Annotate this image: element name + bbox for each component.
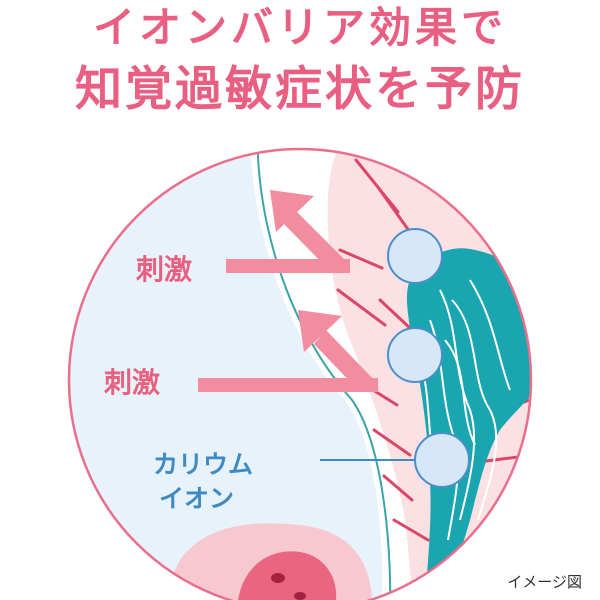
potassium-ion-label-line-2: イオン <box>159 484 235 513</box>
potassium-ions <box>387 228 470 488</box>
title-line-1: イオンバリア効果で <box>92 3 507 52</box>
potassium-ion-circle <box>387 327 443 383</box>
circle-contents <box>69 149 531 600</box>
stimulus-arrow-lower-diagonal <box>314 330 378 392</box>
stimulus-arrow-upper-diagonal <box>284 210 350 273</box>
nerve <box>406 248 531 600</box>
potassium-ion-circle <box>414 432 470 488</box>
image-caption: イメージ図 <box>507 573 582 591</box>
stimulus-arrow-upper-head <box>270 190 314 232</box>
boundary-line <box>256 149 392 600</box>
potassium-ion-label: カリウム イオン <box>153 448 253 516</box>
pulp-cell-nucleus <box>271 573 285 583</box>
title-line-2: 知覚過敏症状を予防 <box>75 62 525 117</box>
stimulus-arrow-lower-head <box>298 310 342 352</box>
magnifier-circle <box>67 147 533 600</box>
pulp-cell-nucleus <box>294 592 306 600</box>
stimulus-label-upper: 刺激 <box>136 253 193 286</box>
stimulus-arrow-upper <box>226 259 350 273</box>
potassium-ion-circle <box>387 228 443 284</box>
stimulus-arrows <box>198 190 378 392</box>
pulp-cell <box>238 551 337 600</box>
potassium-ion-label-line-1: カリウム <box>153 450 254 479</box>
stimulus-label-lower: 刺激 <box>104 366 161 399</box>
stimulus-arrow-lower <box>198 378 378 392</box>
